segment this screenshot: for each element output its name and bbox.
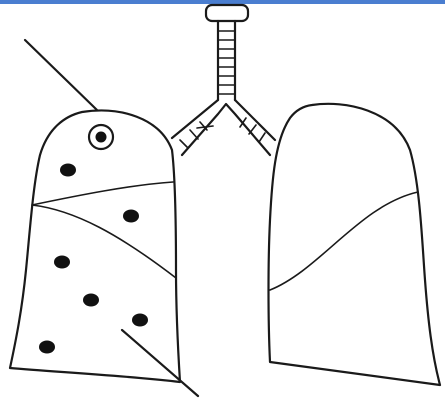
left-lung-outline (10, 111, 180, 382)
lesion-dot (39, 341, 55, 354)
lesion-dot (83, 294, 99, 307)
trachea-top-cap (206, 5, 248, 21)
lesion-dot (60, 164, 76, 177)
right-lung-outline (269, 104, 441, 385)
lesion-dot (132, 314, 148, 327)
lesion-dot (123, 210, 139, 223)
right-lung (269, 104, 441, 385)
bronchi-inner-walls (182, 104, 270, 155)
trachea (206, 5, 248, 100)
trachea-walls (218, 21, 235, 100)
trachea-rings (218, 31, 235, 94)
bronchus-mark (197, 126, 213, 128)
bronchi (172, 100, 275, 155)
pointer-line-upper (25, 40, 97, 110)
lesion-dot (96, 132, 107, 143)
left-lung (10, 111, 180, 382)
lesion-dot (54, 256, 70, 269)
